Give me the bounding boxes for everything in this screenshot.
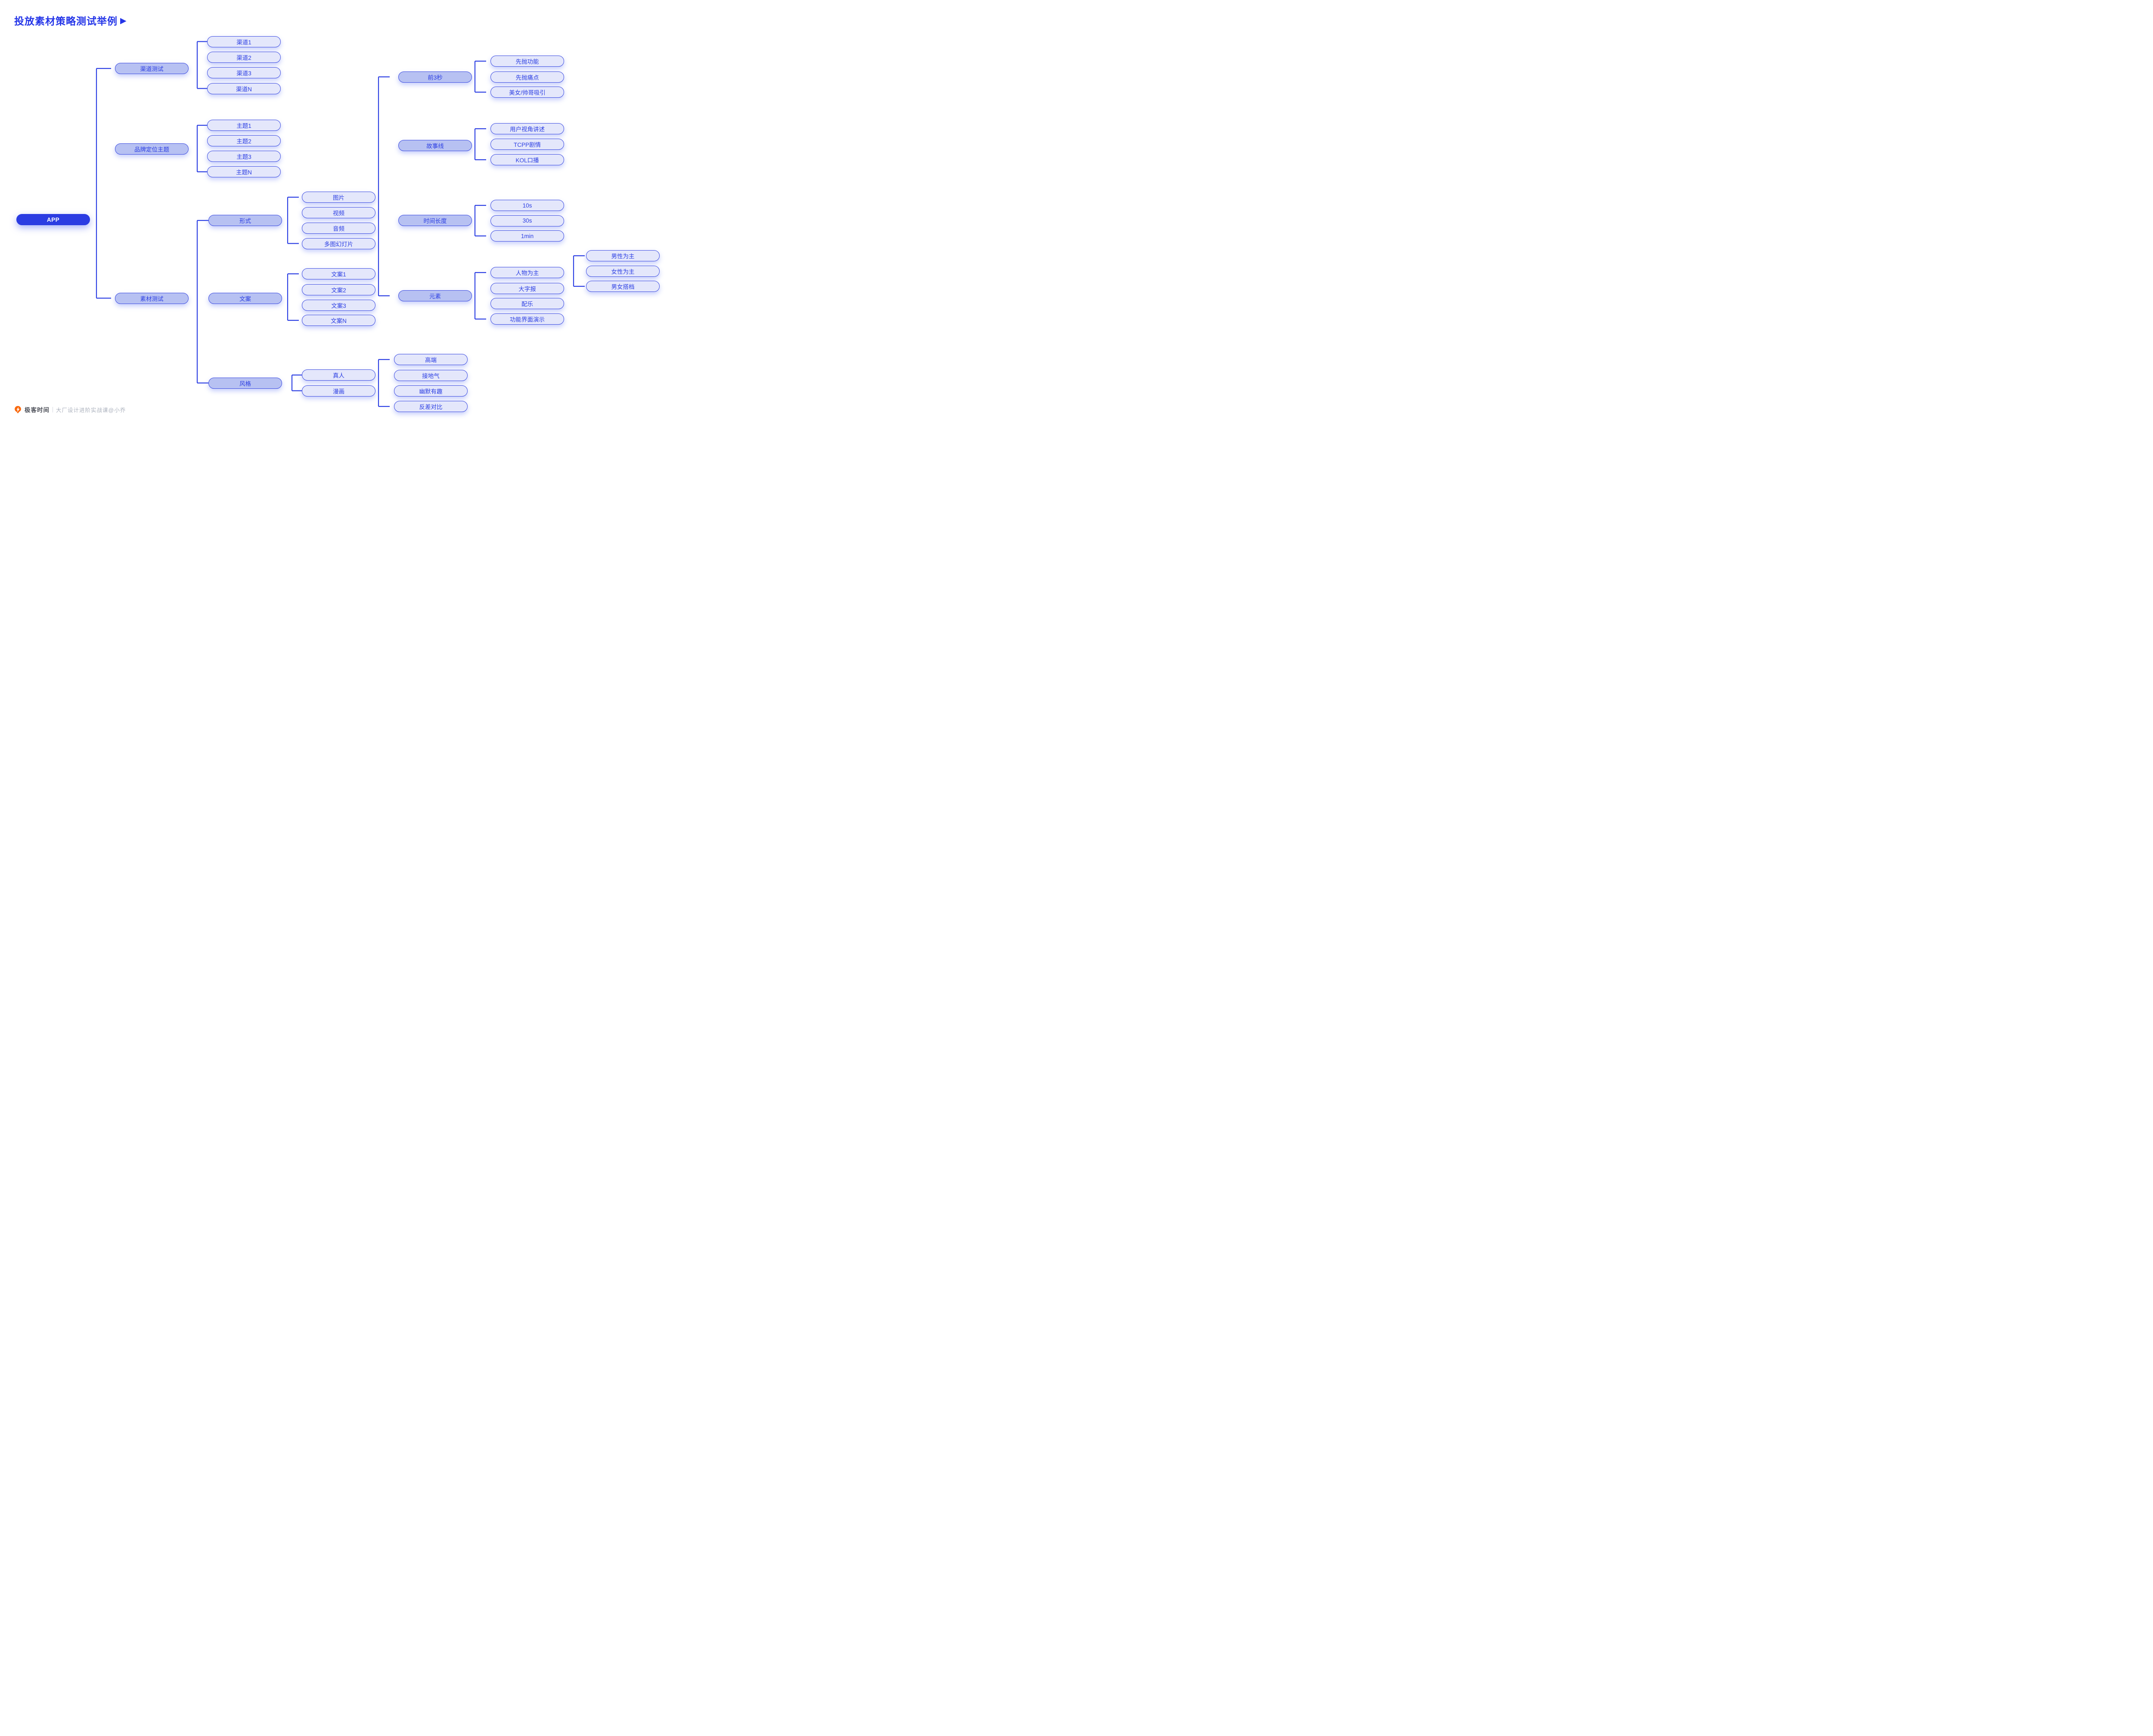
node-yinpin[interactable]: 音频 [302, 223, 375, 234]
node-manhua[interactable]: 漫画 [302, 385, 375, 397]
connector-lines [96, 41, 585, 407]
node-shichang[interactable]: 时间长度 [398, 215, 472, 226]
node-zhuti1[interactable]: 主题1 [207, 120, 281, 131]
node-fancha[interactable]: 反差对比 [394, 401, 468, 412]
node-wenan3[interactable]: 文案3 [302, 299, 375, 311]
node-gongneng-jiemian[interactable]: 功能界面演示 [490, 313, 564, 325]
node-yuansu[interactable]: 元素 [398, 290, 472, 301]
page-title-text: 投放素材策略测试举例 [14, 16, 118, 27]
node-wenan1[interactable]: 文案1 [302, 268, 375, 279]
node-qian3[interactable]: 前3秒 [398, 71, 472, 83]
node-tcpp[interactable]: TCPP剧情 [490, 139, 564, 150]
footer-watermark: 极客时间 大厂设计进阶实战课@小乔 [14, 405, 126, 414]
node-qudao1[interactable]: 渠道1 [207, 36, 281, 47]
node-m1[interactable]: 1min [490, 230, 564, 242]
node-nanxing[interactable]: 男性为主 [586, 250, 660, 261]
node-xianpao-gongneng[interactable]: 先抛功能 [490, 56, 564, 67]
node-youmo[interactable]: 幽默有趣 [394, 385, 468, 397]
node-gaoduan[interactable]: 高端 [394, 354, 468, 365]
node-pinpai[interactable]: 品牌定位主题 [115, 143, 189, 155]
geektime-logo-icon [15, 406, 21, 413]
node-qudao3[interactable]: 渠道3 [207, 67, 281, 78]
node-zhutiN[interactable]: 主题N [207, 166, 281, 177]
node-renwu[interactable]: 人物为主 [490, 267, 564, 278]
node-kol[interactable]: KOL口播 [490, 154, 564, 165]
connector-path [96, 41, 585, 407]
node-s10[interactable]: 10s [490, 200, 564, 211]
play-triangle-icon: ▶ [120, 16, 127, 25]
node-zhenren[interactable]: 真人 [302, 369, 375, 381]
node-zhuti2[interactable]: 主题2 [207, 135, 281, 146]
footer-course: 大厂设计进阶实战课@小乔 [56, 407, 126, 413]
node-xianpao-tongdian[interactable]: 先抛痛点 [490, 71, 564, 83]
node-wenan[interactable]: 文案 [208, 292, 282, 304]
node-qudao2[interactable]: 渠道2 [207, 51, 281, 63]
node-sucai[interactable]: 素材测试 [115, 292, 189, 304]
node-s30[interactable]: 30s [490, 215, 564, 226]
node-zhuti3[interactable]: 主题3 [207, 151, 281, 162]
node-yonghu-shijiao[interactable]: 用户视角讲述 [490, 123, 564, 134]
node-tupian[interactable]: 图片 [302, 192, 375, 203]
node-fengge[interactable]: 风格 [208, 377, 282, 389]
node-gushixian[interactable]: 故事线 [398, 140, 472, 151]
node-wenan2[interactable]: 文案2 [302, 284, 375, 295]
node-nvxing[interactable]: 女性为主 [586, 266, 660, 277]
node-wenanN[interactable]: 文案N [302, 315, 375, 326]
node-shipin[interactable]: 视频 [302, 207, 375, 218]
footer-brand: 极客时间 [25, 407, 50, 413]
node-qudao[interactable]: 渠道测试 [115, 63, 189, 74]
node-duotu[interactable]: 多图幻灯片 [302, 238, 375, 249]
node-dazibao[interactable]: 大字报 [490, 282, 564, 294]
node-meinv-shuaige[interactable]: 美女/帅哥吸引 [490, 87, 564, 98]
node-app[interactable]: APP [16, 214, 90, 225]
node-xingshi[interactable]: 形式 [208, 215, 282, 226]
node-qudaoN[interactable]: 渠道N [207, 83, 281, 94]
node-jiediqi[interactable]: 接地气 [394, 369, 468, 381]
node-nannv[interactable]: 男女搭档 [586, 281, 660, 292]
node-peiyue[interactable]: 配乐 [490, 298, 564, 309]
page-title: 投放素材策略测试举例 ▶ [14, 13, 127, 28]
